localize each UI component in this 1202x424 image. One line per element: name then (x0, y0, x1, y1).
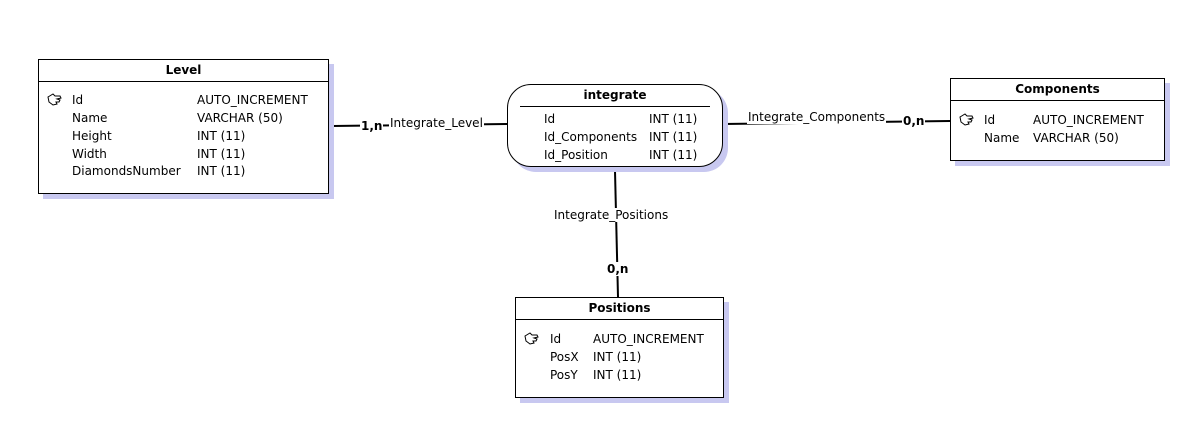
link-label-level: Integrate_Level (389, 116, 484, 130)
entity-level[interactable]: Level Id AUTO_INCREMENT Name VARCHAR (50… (38, 59, 329, 194)
entity-title: Level (39, 60, 328, 82)
field-name: Name (984, 131, 1020, 145)
field-type: AUTO_INCREMENT (593, 332, 704, 346)
field-type: INT (11) (649, 148, 698, 162)
field-type: INT (11) (649, 130, 698, 144)
field-type: INT (11) (197, 164, 246, 178)
field-name: Id_Position (544, 148, 608, 162)
field-name: Id_Components (544, 130, 638, 144)
cardinality-positions: 0,n (606, 262, 630, 276)
primary-key-icon (46, 91, 64, 107)
link-label-positions: Integrate_Positions (553, 208, 670, 222)
field-name: Id (544, 112, 556, 126)
field-name: Width (72, 147, 107, 161)
relation-title: integrate (520, 85, 710, 107)
link-line-positions (614, 170, 619, 298)
field-name: DiamondsNumber (72, 164, 181, 178)
field-name: PosY (550, 368, 578, 382)
field-type: VARCHAR (50) (197, 111, 283, 125)
field-name: Id (550, 332, 562, 346)
primary-key-icon (958, 111, 976, 127)
field-type: AUTO_INCREMENT (1033, 113, 1144, 127)
cardinality-components: 0,n (902, 114, 926, 128)
field-type: INT (11) (197, 129, 246, 143)
entity-components[interactable]: Components Id AUTO_INCREMENT Name VARCHA… (950, 78, 1165, 161)
relation-integrate[interactable]: integrate Id INT (11) Id_Components INT … (507, 84, 723, 167)
cardinality-level: 1,n (360, 119, 384, 133)
field-name: Name (72, 111, 108, 125)
primary-key-icon (523, 330, 541, 346)
field-name: Id (72, 93, 84, 107)
field-name: PosX (550, 350, 579, 364)
field-name: Id (984, 113, 996, 127)
field-type: AUTO_INCREMENT (197, 93, 308, 107)
field-name: Height (72, 129, 112, 143)
field-type: INT (11) (593, 368, 642, 382)
field-type: INT (11) (197, 147, 246, 161)
field-type: INT (11) (593, 350, 642, 364)
field-type: INT (11) (649, 112, 698, 126)
entity-positions[interactable]: Positions Id AUTO_INCREMENT PosX INT (11… (515, 297, 724, 398)
entity-title: Components (951, 79, 1164, 101)
field-type: VARCHAR (50) (1033, 131, 1119, 145)
entity-title: Positions (516, 298, 723, 320)
link-label-components: Integrate_Components (747, 110, 887, 124)
